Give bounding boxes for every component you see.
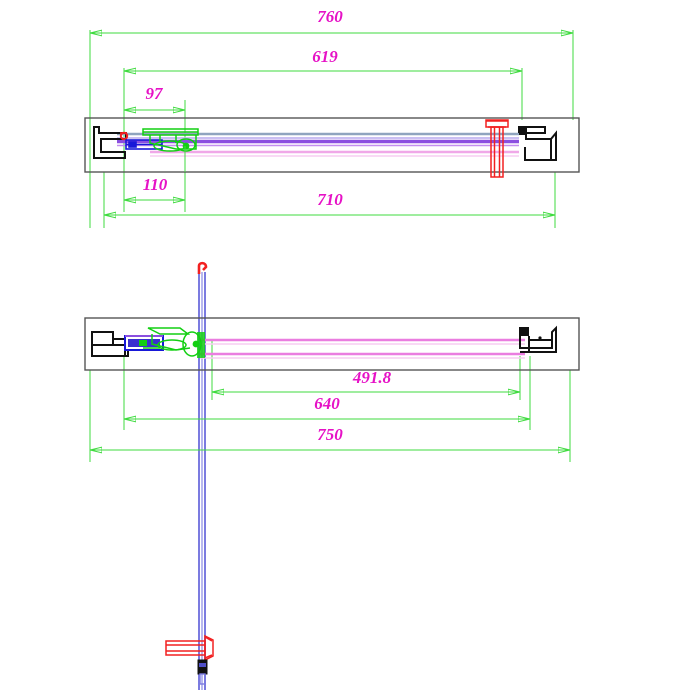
upper-center-guide-assembly: [142, 128, 199, 152]
vertical-rod-bolt-red: [165, 634, 214, 662]
vertical-rod-hook-icon: [197, 261, 208, 274]
lower-elevation-view: 491.8 640 750: [84, 261, 580, 690]
lower-dimension-lines: [90, 392, 570, 450]
upper-left-carrier-blue: [125, 139, 163, 150]
upper-right-wall-bracket: [518, 126, 557, 161]
vertical-rod-foot-black: [197, 659, 208, 685]
upper-elevation-view: 760 619 97 110 710: [84, 7, 580, 228]
dim-label-640: 640: [314, 394, 340, 413]
lower-left-wall-bracket: [91, 331, 129, 357]
dim-label-110: 110: [143, 175, 168, 194]
dim-label-710: 710: [317, 190, 343, 209]
upper-dimension-lines: [90, 33, 573, 215]
upper-frame-profile: [84, 117, 580, 173]
vertical-rod-assembly: [197, 261, 208, 690]
lower-center-guide-assembly: [143, 327, 205, 358]
dim-label-491-8: 491.8: [352, 368, 392, 387]
upper-left-wall-bracket: [93, 126, 127, 159]
lower-right-wall-bracket: [519, 325, 557, 353]
upper-right-vertical-bolt-red: [485, 119, 509, 178]
dim-label-619: 619: [312, 47, 338, 66]
dim-label-750: 750: [317, 425, 343, 444]
upper-left-roller-red-icon: [119, 131, 129, 141]
dim-label-760: 760: [317, 7, 343, 26]
lower-left-carrier-blue: [124, 335, 164, 351]
dim-label-97: 97: [146, 84, 165, 103]
lower-frame-profile: [84, 317, 580, 371]
